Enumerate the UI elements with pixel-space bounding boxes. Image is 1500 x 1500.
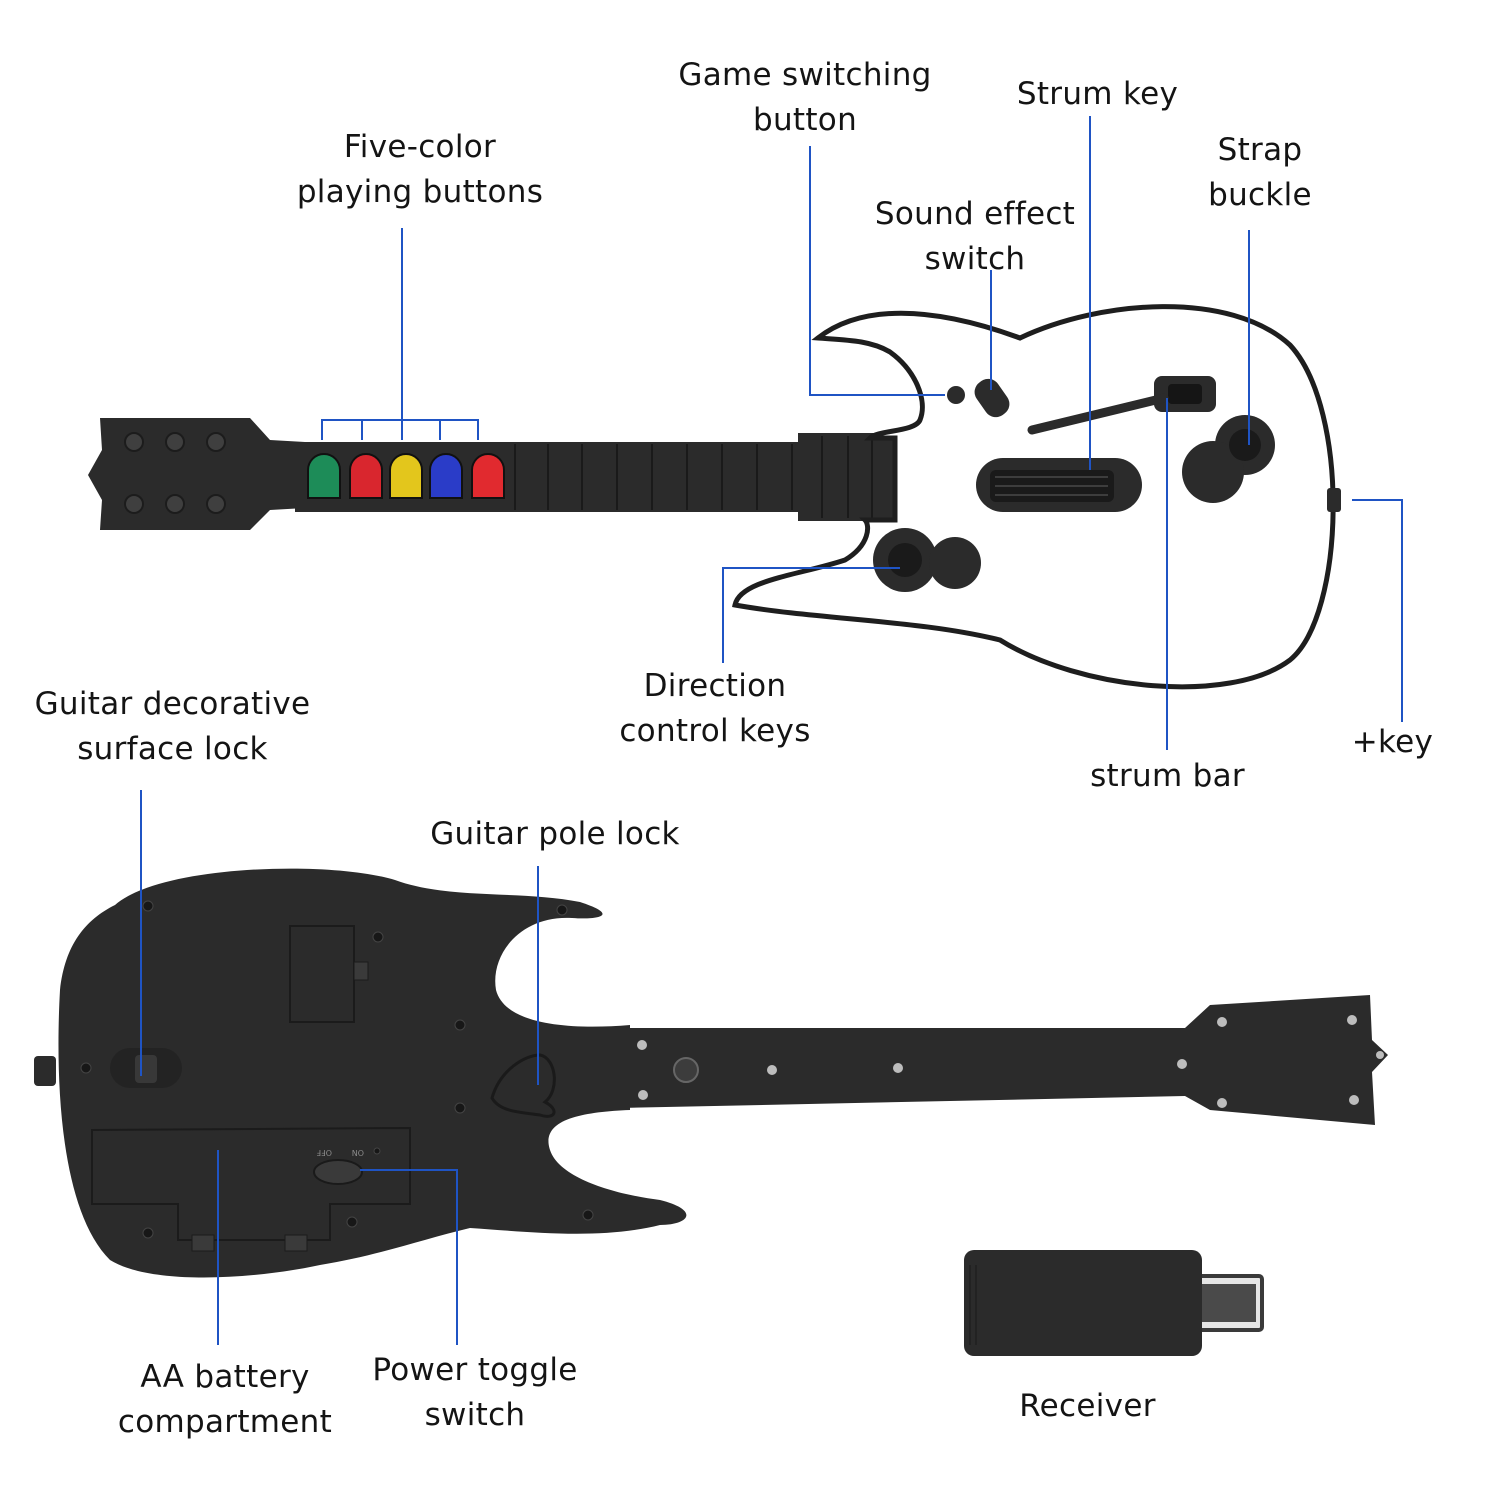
label-strap-buckle-line1: Strap [1217,132,1303,168]
front-neck [295,442,825,512]
back-body-screws [80,900,594,1239]
label-decorative-lock-line1: Guitar decorative [34,686,311,722]
label-strum-bar: strum bar [1065,754,1270,799]
label-decorative-surface-lock: Guitar decorative surface lock [15,682,330,772]
svg-text:ON: ON [352,1148,364,1157]
back-neck-knob [673,1057,699,1083]
label-plus-key-line1: +key [1351,724,1434,760]
back-power-switch [313,1159,363,1185]
back-side-knob [34,1056,56,1086]
back-neck [620,995,1388,1125]
label-plus-key: +key [1335,720,1450,765]
label-strap-buckle: Strap buckle [1180,128,1340,218]
label-strap-buckle-line2: buckle [1208,177,1312,213]
leader-lines [140,116,1403,1345]
front-game-switch-button [947,386,965,404]
label-battery-line1: AA battery [140,1359,310,1395]
label-strum-key: Strum key [990,72,1205,117]
front-strum-bar-rod [1027,393,1169,435]
label-strum-bar-line1: strum bar [1090,758,1245,794]
label-receiver: Receiver [990,1384,1185,1429]
label-pole-lock: Guitar pole lock [410,812,700,857]
usb-receiver-icon [964,1250,1264,1356]
label-five-color-buttons: Five-color playing buttons [280,125,560,215]
svg-text:OFF: OFF [316,1148,332,1157]
label-sound-effect-switch: Sound effect switch [855,192,1095,282]
receiver-body [964,1250,1202,1356]
front-sound-effect-switch [974,378,1010,418]
front-tuning-pegs [124,432,226,514]
guitar-front-icon [88,304,1341,690]
label-decorative-lock-line2: surface lock [77,731,268,767]
label-five-color-line2: playing buttons [296,174,544,210]
label-game-switch-line2: button [752,102,858,138]
front-frets [514,444,793,510]
back-battery-panel [91,1126,411,1241]
label-game-switching-button: Game switching button [660,53,950,143]
label-five-color-line1: Five-color [343,129,497,165]
back-body [58,868,687,1278]
label-sound-effect-line2: switch [924,241,1026,277]
label-aa-battery-compartment: AA battery compartment [100,1355,350,1445]
back-neck-screws [637,1015,1384,1108]
guitar-back-icon: OFF ON [34,868,1388,1278]
label-strum-key-line1: Strum key [1016,76,1179,112]
label-power-toggle-switch: Power toggle switch [355,1348,595,1438]
label-receiver-line1: Receiver [1019,1388,1156,1424]
label-direction-line2: control keys [619,713,811,749]
five-color-buttons [307,453,505,499]
label-game-switch-line1: Game switching [678,57,932,93]
label-direction-line1: Direction [643,668,787,704]
label-pole-lock-line1: Guitar pole lock [430,816,680,852]
label-sound-effect-line1: Sound effect [874,196,1076,232]
label-battery-line2: compartment [117,1404,333,1440]
label-power-line1: Power toggle [372,1352,578,1388]
label-power-line2: switch [424,1397,526,1433]
front-headstock [88,418,305,530]
label-direction-control-keys: Direction control keys [595,664,835,754]
front-plus-key [1327,488,1341,512]
